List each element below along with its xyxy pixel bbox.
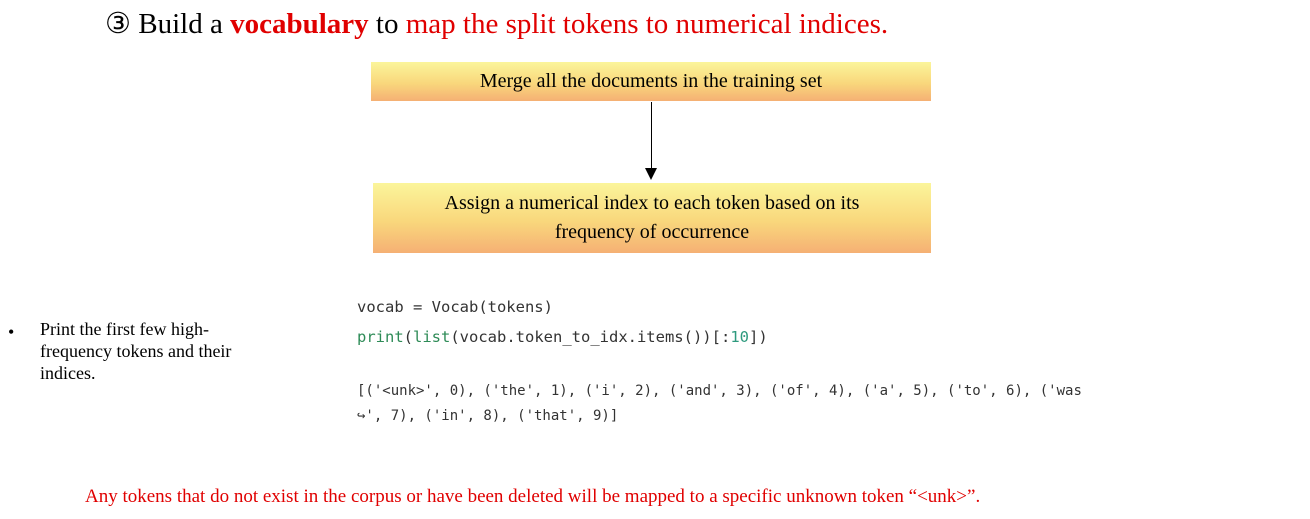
flow-step-assign-line2: frequency of occurrence bbox=[554, 221, 750, 243]
flow-arrow-line bbox=[651, 102, 652, 177]
bullet-icon: • bbox=[8, 322, 15, 342]
output-line-1: [('<unk>', 0), ('the', 1), ('i', 2), ('a… bbox=[357, 383, 1082, 399]
title-rest: map the split tokens to numerical indice… bbox=[405, 8, 889, 40]
title-prefix: Build a bbox=[138, 8, 223, 40]
footer-note: Any tokens that do not exist in the corp… bbox=[85, 486, 981, 507]
title-keyword: vocabulary bbox=[230, 8, 369, 40]
bullet-text: Print the first few high-frequency token… bbox=[40, 319, 232, 383]
output-line-2-text: ↪', 7), ('in', 8), ('that', 9)] bbox=[357, 408, 619, 424]
code-line-1-text: vocab = Vocab(tokens) bbox=[357, 298, 553, 316]
code-line-2: print(list(vocab.token_to_idx.items())[:… bbox=[357, 328, 768, 346]
output-line-2: ↪', 7), ('in', 8), ('that', 9)] bbox=[357, 408, 618, 424]
slide-title: ③ Build a vocabulary to map the split to… bbox=[105, 4, 888, 44]
flow-step-merge: Merge all the documents in the training … bbox=[371, 62, 931, 101]
code-number: 10 bbox=[730, 328, 749, 346]
flow-step-merge-label: Merge all the documents in the training … bbox=[479, 70, 823, 92]
flow-step-assign: Assign a numerical index to each token b… bbox=[373, 183, 931, 253]
title-middle: to bbox=[375, 8, 399, 40]
flow-step-assign-line1: Assign a numerical index to each token b… bbox=[444, 192, 860, 214]
output-line-1-text: [('<unk>', 0), ('the', 1), ('i', 2), ('a… bbox=[357, 383, 1082, 399]
code-fn-list: list bbox=[413, 328, 451, 346]
code-close: ]) bbox=[748, 328, 768, 346]
code-paren: ( bbox=[403, 328, 414, 346]
code-expr: (vocab.token_to_idx.items())[: bbox=[450, 328, 731, 346]
code-line-1: vocab = Vocab(tokens) bbox=[357, 298, 553, 316]
code-fn-print: print bbox=[357, 328, 404, 346]
arrow-down-icon bbox=[645, 168, 657, 180]
step-number: ③ bbox=[105, 8, 131, 40]
